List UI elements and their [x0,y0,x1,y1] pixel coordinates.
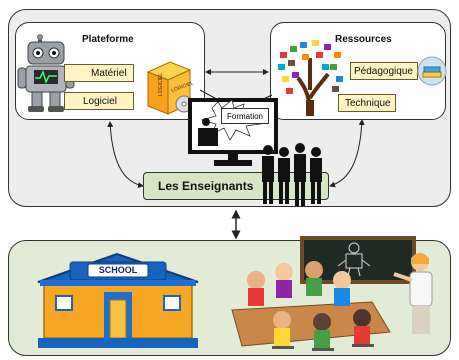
book-icon [417,56,447,86]
label-technique-text: Technique [345,97,391,109]
school-sign: SCHOOL [98,265,138,275]
classroom-scene-icon [231,253,433,351]
label-logiciel-text: Logiciel [83,95,117,107]
svg-text:LOGICIEL: LOGICIEL [158,73,164,96]
resource-tree-icon [278,40,343,117]
ressources-title: Ressources [335,34,392,45]
school-building-icon [37,252,199,348]
label-materiel: Matériel [64,64,134,82]
formation-label-text: Formation [226,111,263,121]
enseignants-label: Les Enseignants [158,179,254,193]
robot-icon [17,34,75,112]
label-pedagogique-text: Pédagogique [354,65,413,77]
software-box-icon: LOGICIEL LOGICIEL [146,61,195,115]
plateforme-title: Plateforme [82,34,134,45]
formation-label: Formation [221,108,269,124]
teachers-silhouette-icon [262,143,322,206]
label-materiel-text: Matériel [91,67,127,79]
label-technique: Technique [338,94,396,112]
label-logiciel: Logiciel [64,92,134,110]
